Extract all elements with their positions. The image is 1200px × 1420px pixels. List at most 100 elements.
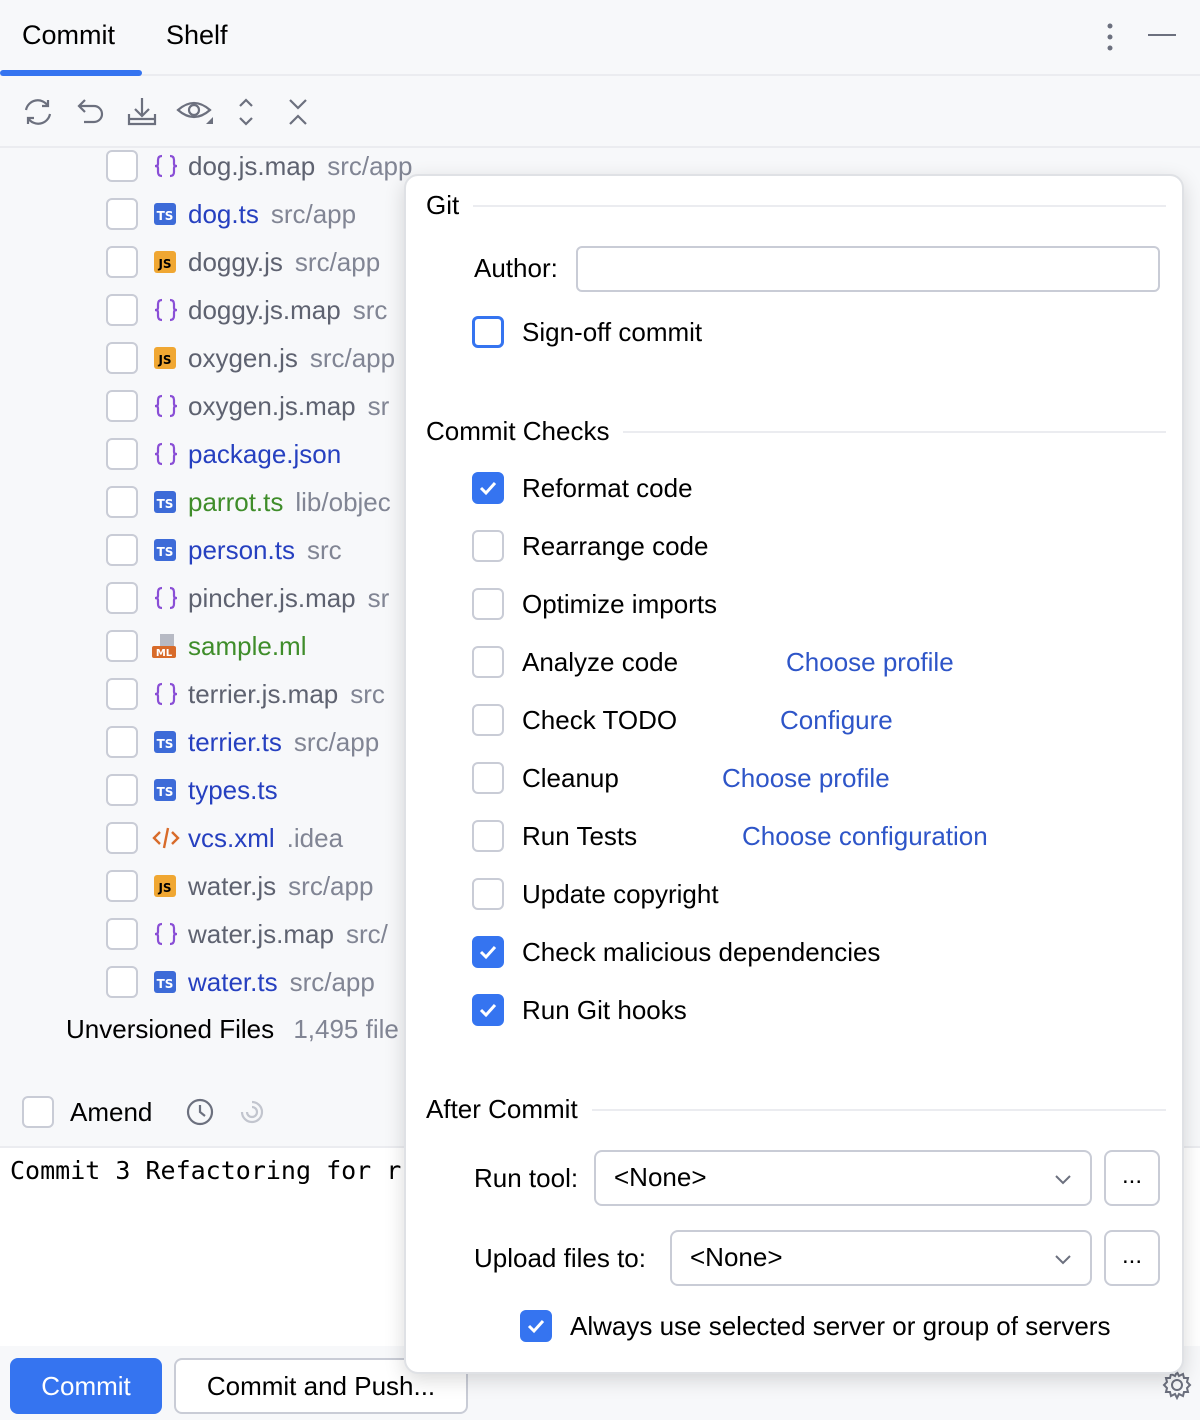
commit-check-checkbox[interactable] [472, 646, 504, 678]
file-checkbox[interactable] [106, 918, 138, 950]
file-checkbox[interactable] [106, 822, 138, 854]
commit-check-link[interactable]: Choose configuration [742, 821, 988, 851]
tab-shelf[interactable]: Shelf [166, 20, 228, 50]
commit-check-checkbox[interactable] [472, 588, 504, 620]
more-options-icon[interactable] [1098, 20, 1122, 54]
git-section-header: Git [426, 190, 1166, 221]
commit-check-link[interactable]: Choose profile [786, 647, 954, 677]
signoff-checkbox[interactable] [472, 316, 504, 348]
file-checkbox[interactable] [106, 198, 138, 230]
commit-check-link[interactable]: Configure [780, 705, 893, 735]
tab-commit[interactable]: Commit [22, 20, 115, 50]
file-name: doggy.js.map [188, 295, 341, 325]
file-checkbox[interactable] [106, 342, 138, 374]
file-row[interactable]: vcs.xml.idea [0, 822, 420, 870]
file-name: doggy.js [188, 247, 283, 277]
commit-check-checkbox[interactable] [472, 530, 504, 562]
file-checkbox[interactable] [106, 582, 138, 614]
ai-assistant-icon[interactable] [236, 1096, 268, 1128]
typescript-file-icon: TS [152, 728, 180, 756]
history-icon[interactable] [184, 1096, 216, 1128]
gear-icon[interactable] [1162, 1370, 1192, 1400]
commit-check-checkbox[interactable] [472, 704, 504, 736]
expand-all-icon[interactable] [230, 94, 266, 130]
typescript-file-icon: TS [152, 968, 180, 996]
file-checkbox[interactable] [106, 438, 138, 470]
commit-check-label: Check TODO [522, 705, 678, 735]
rollback-icon[interactable] [72, 94, 108, 130]
file-checkbox[interactable] [106, 390, 138, 422]
commit-check-label: Analyze code [522, 647, 679, 677]
file-checkbox[interactable] [106, 630, 138, 662]
xml-file-icon [152, 824, 180, 852]
unversioned-label: Unversioned Files [66, 1014, 275, 1044]
commit-check-checkbox[interactable] [472, 472, 504, 504]
amend-checkbox[interactable] [22, 1096, 54, 1128]
file-name: pincher.js.map [188, 583, 356, 613]
run-tool-browse-button[interactable]: ... [1104, 1150, 1160, 1206]
file-checkbox[interactable] [106, 534, 138, 566]
commit-check-checkbox[interactable] [472, 994, 504, 1026]
typescript-file-icon: TS [152, 536, 180, 564]
update-icon[interactable] [124, 94, 160, 130]
commit-button[interactable]: Commit [10, 1358, 162, 1414]
file-checkbox[interactable] [106, 678, 138, 710]
collapse-all-icon[interactable] [282, 94, 318, 130]
commit-check-checkbox[interactable] [472, 762, 504, 794]
file-name: oxygen.js [188, 343, 298, 373]
commit-message-text: Commit 3 Refactoring for r [10, 1156, 402, 1185]
commit-checks-title: Commit Checks [426, 416, 610, 446]
file-row[interactable]: package.json [0, 438, 420, 486]
file-checkbox[interactable] [106, 870, 138, 902]
file-checkbox[interactable] [106, 486, 138, 518]
file-checkbox[interactable] [106, 150, 138, 182]
file-checkbox[interactable] [106, 294, 138, 326]
file-checkbox[interactable] [106, 774, 138, 806]
view-options-icon[interactable] [176, 94, 216, 130]
commit-check-checkbox[interactable] [472, 878, 504, 910]
file-path: src [350, 679, 385, 709]
upload-browse-button[interactable]: ... [1104, 1230, 1160, 1286]
commit-check-option: Run Git hooks [472, 994, 1172, 1028]
commit-check-checkbox[interactable] [472, 820, 504, 852]
svg-text:TS: TS [157, 497, 174, 511]
file-checkbox[interactable] [106, 966, 138, 998]
commit-and-push-button[interactable]: Commit and Push... [174, 1358, 468, 1414]
file-checkbox[interactable] [106, 726, 138, 758]
minimize-icon[interactable] [1148, 34, 1176, 36]
refresh-icon[interactable] [20, 94, 56, 130]
commit-check-link[interactable]: Choose profile [722, 763, 890, 793]
file-checkbox[interactable] [106, 246, 138, 278]
file-label: vcs.xml.idea [188, 822, 343, 854]
run-tool-select[interactable]: <None> [594, 1150, 1092, 1206]
commit-check-checkbox[interactable] [472, 936, 504, 968]
author-input[interactable] [576, 246, 1160, 292]
always-use-server-checkbox[interactable] [520, 1310, 552, 1342]
unversioned-files-node[interactable]: Unversioned Files 1,495 file [66, 1014, 399, 1045]
upload-files-select[interactable]: <None> [670, 1230, 1092, 1286]
svg-text:TS: TS [157, 977, 174, 991]
